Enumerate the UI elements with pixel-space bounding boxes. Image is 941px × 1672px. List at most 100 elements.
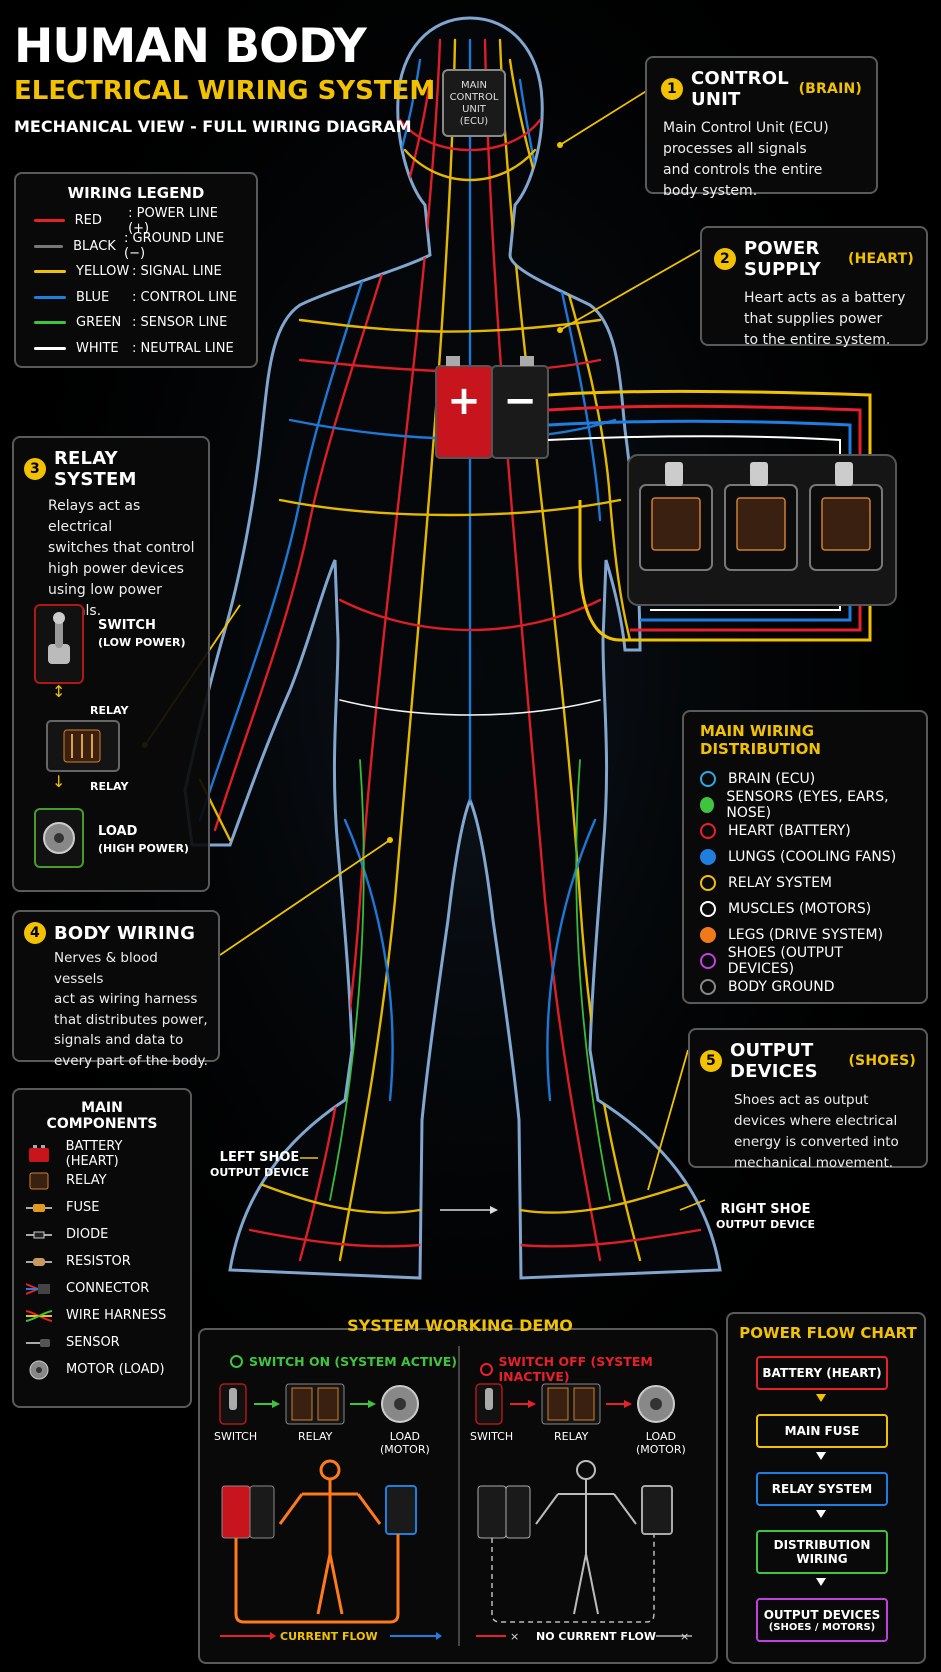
switch-label: SWITCH bbox=[98, 618, 156, 633]
load-sub-label: (HIGH POWER) bbox=[98, 842, 189, 855]
text-line: switches that control bbox=[48, 540, 195, 556]
component-item: CONNECTOR bbox=[26, 1275, 178, 1302]
distribution-label: SENSORS (EYES, EARS, NOSE) bbox=[726, 789, 889, 821]
switch-icon bbox=[34, 604, 84, 684]
text-line: that supplies power bbox=[744, 311, 883, 327]
component-item: BATTERY (HEART) bbox=[26, 1138, 178, 1169]
arrow-icon: ↓ bbox=[52, 772, 66, 791]
flow-step-relay-system: RELAY SYSTEM bbox=[756, 1472, 888, 1506]
legend-desc: : GROUND LINE (−) bbox=[124, 231, 225, 262]
flow-step-battery: BATTERY (HEART) bbox=[756, 1356, 888, 1390]
text-line: Heart acts as a battery bbox=[744, 290, 906, 306]
panel-heading: RELAY SYSTEM bbox=[54, 448, 137, 490]
main-components-panel: MAIN COMPONENTS BATTERY (HEART) RELAY FU… bbox=[12, 1088, 192, 1408]
panel-heading-highlight: (SHOES) bbox=[848, 1053, 916, 1069]
component-label: BATTERY (HEART) bbox=[65, 1138, 123, 1169]
switch-off-label: SWITCH OFF (SYSTEM INACTIVE) bbox=[498, 1354, 653, 1384]
ring-icon bbox=[700, 875, 716, 891]
distribution-item: LEGS (DRIVE SYSTEM) bbox=[700, 922, 910, 948]
legend-item: GREEN: SENSOR LINE bbox=[34, 310, 238, 336]
demo-on-load-label: LOAD (MOTOR) bbox=[380, 1430, 430, 1456]
text-line: and controls the entire bbox=[663, 162, 823, 178]
black-wire-swatch bbox=[34, 244, 64, 248]
no-current-flow-label: NO CURRENT FLOW bbox=[536, 1630, 657, 1643]
flow-step-label: BATTERY (HEART) bbox=[762, 1366, 882, 1380]
text-line: processes all signals bbox=[663, 141, 807, 157]
panel-heading: POWER SUPPLY bbox=[744, 238, 821, 280]
component-item: RELAY bbox=[26, 1167, 178, 1194]
demo-off-load-label: LOAD (MOTOR) bbox=[636, 1430, 686, 1456]
shoe-sub-label: OUTPUT DEVICE bbox=[210, 1166, 309, 1179]
ring-icon bbox=[700, 979, 716, 995]
relay-label-top: RELAY bbox=[90, 704, 129, 717]
current-flow-label: CURRENT FLOW bbox=[280, 1630, 378, 1643]
wiring-legend: WIRING LEGEND RED: POWER LINE (+) BLACK:… bbox=[14, 172, 258, 368]
text-line: Relays act as electrical bbox=[48, 498, 141, 535]
flow-step-label: OUTPUT DEVICES bbox=[763, 1607, 881, 1622]
legend-item: BLUE: CONTROL LINE bbox=[34, 285, 238, 311]
distribution-item: BRAIN (ECU) bbox=[700, 766, 910, 792]
step-badge: 4 bbox=[24, 922, 46, 944]
power-supply-title: 2 POWER SUPPLY (HEART) bbox=[714, 238, 914, 280]
distribution-label: MUSCLES (MOTORS) bbox=[728, 901, 872, 917]
panel-heading: OUTPUT DEVICES bbox=[730, 1040, 818, 1082]
down-arrow-icon bbox=[816, 1510, 826, 1518]
step-badge: 2 bbox=[714, 248, 736, 270]
white-wire-swatch bbox=[34, 346, 66, 350]
red-wire-swatch bbox=[34, 219, 65, 223]
relay-icon bbox=[46, 720, 120, 772]
legend-desc: : SENSOR LINE bbox=[132, 315, 228, 331]
panel-heading-highlight: (HEART) bbox=[847, 251, 914, 267]
down-arrow-icon bbox=[816, 1394, 826, 1402]
down-arrow-icon bbox=[816, 1578, 826, 1586]
components-title: MAIN COMPONENTS bbox=[46, 1100, 158, 1132]
ring-icon bbox=[700, 901, 716, 917]
distribution-label: RELAY SYSTEM bbox=[728, 875, 832, 891]
ring-icon bbox=[700, 953, 716, 969]
text-line: energy is converted into bbox=[734, 1134, 899, 1150]
battery-icon bbox=[26, 1144, 52, 1163]
yellow-wire-swatch bbox=[34, 270, 66, 274]
distribution-item: LUNGS (COOLING FANS) bbox=[700, 844, 910, 870]
main-subtitle: ELECTRICAL WIRING SYSTEM bbox=[14, 76, 436, 106]
left-shoe-label: LEFT SHOE OUTPUT DEVICE bbox=[210, 1150, 309, 1179]
component-label: RELAY bbox=[66, 1173, 107, 1188]
step-badge: 1 bbox=[661, 78, 683, 100]
distribution-item: BODY GROUND bbox=[700, 974, 910, 1000]
component-label: CONNECTOR bbox=[66, 1281, 150, 1296]
demo-on-switch-label: SWITCH bbox=[214, 1430, 258, 1443]
text-line: every part of the body. bbox=[54, 1052, 208, 1069]
component-label: FUSE bbox=[66, 1200, 100, 1215]
body-wiring-title: 4 BODY WIRING bbox=[24, 922, 208, 944]
switch-on-label: SWITCH ON (SYSTEM ACTIVE) bbox=[249, 1354, 457, 1369]
shoe-label: RIGHT SHOE bbox=[720, 1202, 811, 1217]
component-label: MOTOR (LOAD) bbox=[66, 1362, 165, 1377]
legend-name: BLUE bbox=[76, 289, 110, 305]
flow-step-main-fuse: MAIN FUSE bbox=[756, 1414, 888, 1448]
load-label: LOAD bbox=[98, 824, 138, 839]
text-line: Main Control Unit (ECU) bbox=[663, 120, 829, 136]
component-item: SENSOR bbox=[26, 1329, 178, 1356]
component-label: WIRE HARNESS bbox=[66, 1308, 167, 1323]
dot-icon bbox=[700, 849, 716, 865]
flow-step-output-devices: OUTPUT DEVICES(SHOES / MOTORS) bbox=[756, 1598, 888, 1642]
text-line: mechanical movement. bbox=[734, 1155, 894, 1171]
panel-heading: BODY WIRING bbox=[54, 922, 196, 944]
legend-title: WIRING LEGEND bbox=[67, 184, 205, 202]
text-line: signals and data to bbox=[54, 1032, 184, 1048]
wire-harness-icon bbox=[26, 1307, 52, 1325]
power-supply-panel: 2 POWER SUPPLY (HEART) Heart acts as a bat… bbox=[700, 226, 928, 348]
text-line: Shoes act as output bbox=[734, 1092, 869, 1108]
legend-desc: : NEUTRAL LINE bbox=[132, 340, 234, 356]
component-label: RESISTOR bbox=[66, 1254, 131, 1269]
power-flow-chart-panel: POWER FLOW CHART BATTERY (HEART) MAIN FU… bbox=[726, 1312, 926, 1664]
demo-on-diagram bbox=[219, 1383, 442, 1640]
legend-desc: : POWER LINE (+) bbox=[128, 205, 218, 236]
text-line: Nerves & blood vessels bbox=[54, 950, 158, 987]
flow-step-label: MAIN FUSE bbox=[784, 1424, 860, 1438]
